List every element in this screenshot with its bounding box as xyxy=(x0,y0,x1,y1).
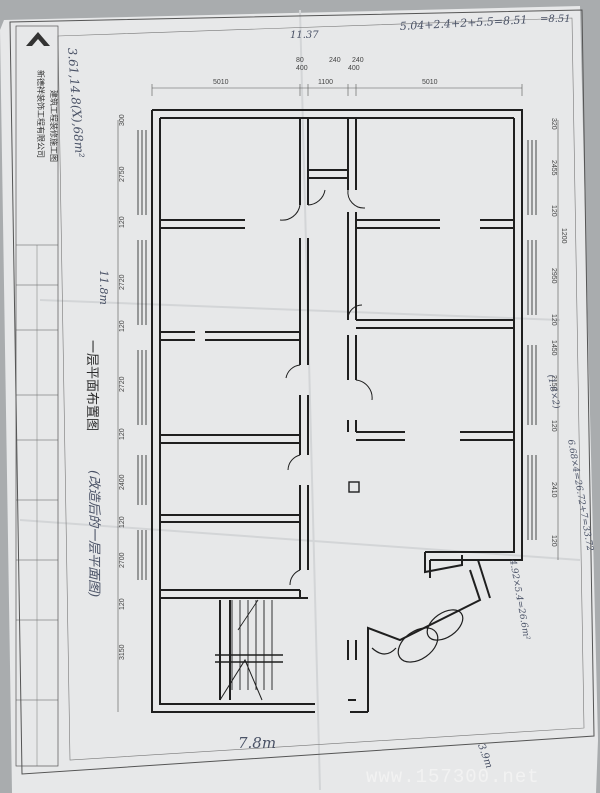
handwritten-title-note: (改造后的一层平面图) xyxy=(86,470,101,597)
partition-wall-right xyxy=(356,219,514,441)
top-dimensions: 5010 400 1100 400 5010 80 240 240 xyxy=(213,57,438,86)
entrance-steps xyxy=(371,609,464,663)
note-overall-width: 7.8m xyxy=(238,734,276,752)
company-logo-icon xyxy=(26,32,50,46)
dim-right: 120 xyxy=(550,205,557,217)
dim-left: 300 xyxy=(119,114,126,126)
partition-wall xyxy=(160,219,300,599)
title-block: 新德祥装饰工程有限公司 建筑工程装修施工图 xyxy=(15,25,59,767)
corridor-wall-right xyxy=(347,118,357,432)
stair-icon xyxy=(215,599,283,701)
drawing-title: 一层平面布置图 xyxy=(84,340,99,431)
note-top-a: 11.37 xyxy=(290,30,319,41)
dim-left: 120 xyxy=(119,598,126,610)
outer-wall-inner xyxy=(159,117,514,705)
note-top-b: =8.51 xyxy=(540,14,571,25)
dim-top-small: 80 xyxy=(296,57,304,64)
corridor-wall-left xyxy=(299,118,309,599)
small-room xyxy=(308,169,348,179)
sheet-border-inner xyxy=(57,17,585,761)
dim-right: 1450 xyxy=(550,340,557,356)
dim-top: 5010 xyxy=(422,79,438,86)
dim-right: 120 xyxy=(550,314,557,326)
dim-left: 2400 xyxy=(119,474,126,490)
sheet-border xyxy=(9,9,595,775)
dim-right: 2455 xyxy=(550,160,557,176)
diagonal-wall xyxy=(367,559,491,712)
dim-top: 400 xyxy=(348,65,360,72)
dim-left: 2700 xyxy=(119,552,126,568)
dimension-lines xyxy=(117,84,559,712)
dim-left: 2750 xyxy=(119,166,126,182)
dim-left: 2720 xyxy=(119,376,126,392)
company-name: 新德祥装饰工程有限公司 xyxy=(36,70,46,158)
dim-top: 1100 xyxy=(318,79,333,86)
angled-wall xyxy=(424,552,463,578)
dim-left: 120 xyxy=(119,428,126,440)
dim-top-small: 240 xyxy=(329,57,341,64)
dim-top: 5010 xyxy=(213,79,229,86)
dim-right: 120 xyxy=(550,420,557,432)
dim-left: 120 xyxy=(119,516,126,528)
dim-right: 2410 xyxy=(550,482,557,498)
column xyxy=(348,481,360,493)
window-marks xyxy=(137,130,537,580)
door-jamb xyxy=(347,640,357,701)
right-dimensions: 320 2455 120 1200 2950 120 1450 2150 120… xyxy=(550,118,567,547)
dim-left: 120 xyxy=(119,320,126,332)
dim-top: 400 xyxy=(296,65,308,72)
dim-right: 2150 xyxy=(550,375,557,391)
dim-right: 320 xyxy=(550,118,557,130)
outer-wall xyxy=(151,109,523,713)
watermark: www.157300.net xyxy=(366,766,540,788)
right-outer-wall xyxy=(425,118,523,561)
dim-left: 120 xyxy=(119,216,126,228)
dim-left: 3150 xyxy=(119,644,126,660)
dim-right: 1200 xyxy=(560,228,567,244)
dim-right: 120 xyxy=(550,535,557,547)
dim-left: 2720 xyxy=(119,274,126,290)
company-subtitle: 建筑工程装修施工图 xyxy=(49,90,59,162)
door-swing-icon xyxy=(279,189,373,586)
left-dimensions: 300 2750 120 2720 120 2720 120 2400 120 … xyxy=(119,114,126,660)
dim-right: 2950 xyxy=(550,268,557,284)
dim-top-small: 240 xyxy=(352,57,364,64)
note-left-height: 11.8m xyxy=(97,270,110,305)
floor-plan xyxy=(151,109,523,713)
